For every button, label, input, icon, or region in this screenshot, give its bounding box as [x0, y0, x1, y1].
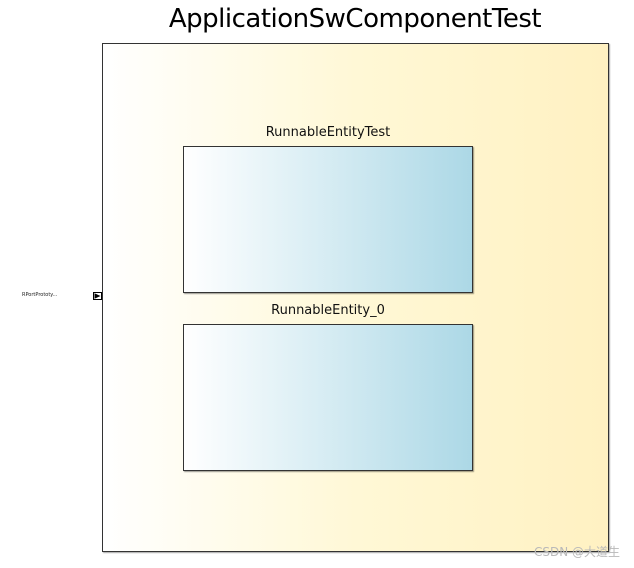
runnable-title-0: RunnableEntityTest	[265, 125, 391, 140]
watermark: CSDN @大道生	[533, 545, 620, 559]
runnable-box-1[interactable]	[183, 324, 473, 471]
component-title: ApplicationSwComponentTest	[168, 4, 542, 34]
component-box[interactable]	[102, 43, 609, 552]
rport-label: RPortPrototy...	[22, 292, 58, 298]
rport-port-icon[interactable]	[93, 292, 102, 300]
runnable-box-0[interactable]	[183, 146, 473, 293]
runnable-title-1: RunnableEntity_0	[271, 303, 385, 318]
